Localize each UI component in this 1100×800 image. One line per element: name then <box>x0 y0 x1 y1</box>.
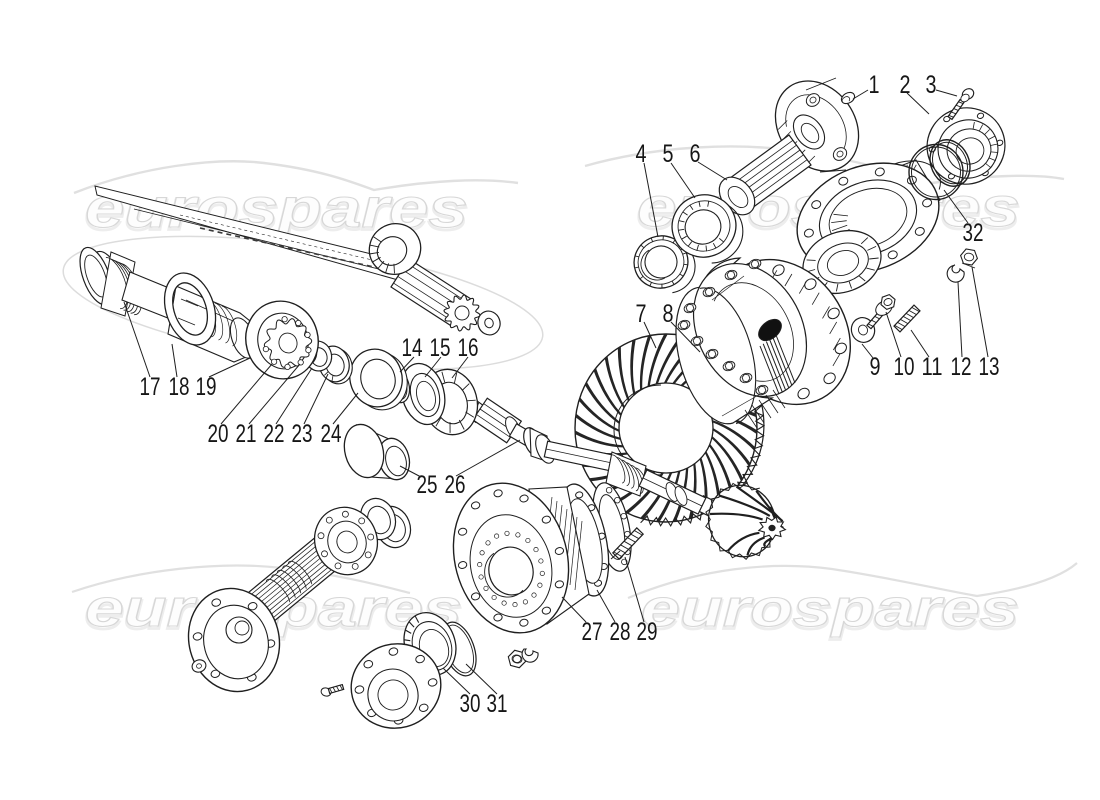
svg-text:25: 25 <box>417 471 438 499</box>
svg-text:27: 27 <box>582 618 603 646</box>
svg-text:24: 24 <box>321 420 342 448</box>
svg-text:22: 22 <box>264 420 285 448</box>
svg-text:6: 6 <box>690 140 701 168</box>
svg-text:28: 28 <box>610 618 631 646</box>
svg-text:23: 23 <box>292 420 313 448</box>
svg-text:10: 10 <box>894 353 915 381</box>
svg-text:15: 15 <box>430 334 451 362</box>
svg-text:21: 21 <box>236 420 257 448</box>
svg-text:18: 18 <box>169 373 190 401</box>
svg-text:30: 30 <box>460 690 481 718</box>
svg-text:26: 26 <box>445 471 466 499</box>
svg-text:16: 16 <box>458 334 479 362</box>
svg-text:20: 20 <box>208 420 229 448</box>
svg-text:9: 9 <box>870 353 881 381</box>
svg-text:eurospares: eurospares <box>641 582 1019 641</box>
svg-text:7: 7 <box>636 300 647 328</box>
svg-text:12: 12 <box>951 353 972 381</box>
svg-text:32: 32 <box>963 219 984 247</box>
svg-text:14: 14 <box>402 334 423 362</box>
svg-text:11: 11 <box>922 353 943 381</box>
svg-text:13: 13 <box>979 353 1000 381</box>
svg-text:29: 29 <box>637 618 658 646</box>
svg-text:1: 1 <box>869 71 880 99</box>
svg-text:3: 3 <box>926 71 937 99</box>
svg-text:31: 31 <box>487 690 508 718</box>
svg-text:4: 4 <box>636 140 647 168</box>
svg-text:2: 2 <box>900 71 911 99</box>
svg-text:5: 5 <box>663 140 674 168</box>
svg-text:eurospares: eurospares <box>641 579 1019 638</box>
svg-text:19: 19 <box>196 373 217 401</box>
svg-text:8: 8 <box>663 300 674 328</box>
svg-text:17: 17 <box>140 373 161 401</box>
